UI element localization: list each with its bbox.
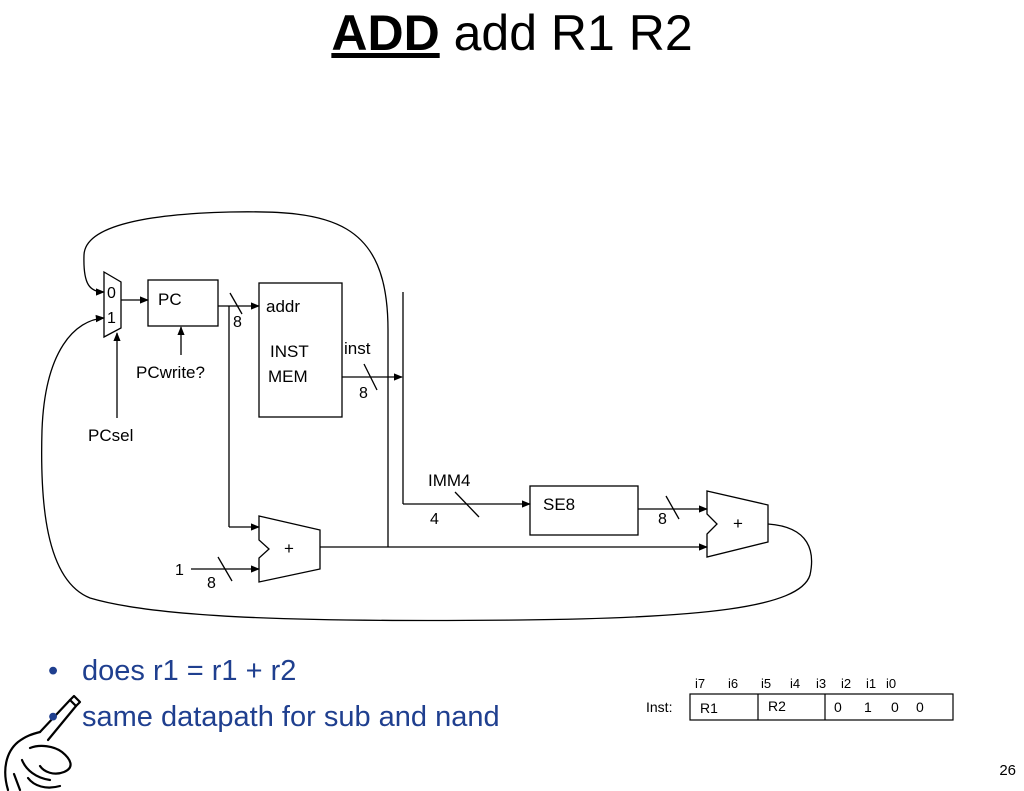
imm-width: 4	[430, 511, 439, 528]
title-instruction: add R1 R2	[453, 5, 693, 61]
writing-hand-icon	[4, 694, 82, 791]
pcwrite-label: PCwrite?	[136, 363, 205, 382]
instruction-encoding: Inst: i7 i6 i5 i4 i3 i2 i1 i0 R1 R2 0 1 …	[646, 676, 954, 721]
inst-bus-tick	[363, 363, 378, 391]
bit-label-i1: i1	[866, 676, 876, 691]
pc-adder-label: +	[284, 539, 294, 558]
bullet-item: • does r1 = r1 + r2	[48, 648, 500, 694]
bullet-text: same datapath for sub and nand	[82, 701, 500, 733]
bit-label-i4: i4	[790, 676, 800, 691]
mem-name-line2: MEM	[268, 367, 308, 386]
encoding-box	[689, 693, 954, 721]
bullet-text: does r1 = r1 + r2	[82, 655, 297, 687]
const-one-width: 8	[207, 575, 216, 592]
se8-block	[529, 485, 639, 536]
pc-bus-tick	[229, 292, 243, 315]
se-out-width: 8	[658, 511, 667, 528]
bullet-marker: •	[48, 701, 59, 733]
bit-label-i3: i3	[816, 676, 826, 691]
opcode-bit-3: 0	[834, 699, 842, 715]
bit-label-i5: i5	[761, 676, 771, 691]
se-out-tick	[665, 495, 680, 520]
bit-label-i7: i7	[695, 676, 705, 691]
pc-label: PC	[158, 290, 182, 309]
bullet-item: • same datapath for sub and nand	[48, 694, 500, 740]
mem-out-width: 8	[359, 385, 368, 402]
field-r2: R2	[768, 698, 786, 714]
pc-plus-one-feedback	[83, 211, 389, 547]
imm-tick	[454, 491, 480, 518]
field-r1: R1	[700, 700, 718, 716]
imm-label: IMM4	[428, 471, 471, 490]
branch-adder-label: +	[733, 514, 743, 533]
bullet-marker: •	[48, 655, 59, 687]
bit-label-i0: i0	[886, 676, 896, 691]
const-one-label: 1	[175, 562, 184, 579]
mem-out-label: inst	[344, 339, 371, 358]
title-opcode: ADD	[331, 5, 440, 61]
opcode-bit-1: 0	[891, 699, 899, 715]
page-number: 26	[999, 762, 1016, 779]
inst-mem-block	[258, 282, 343, 418]
bit-label-i6: i6	[728, 676, 738, 691]
pc-mux	[103, 270, 122, 339]
mem-addr-label: addr	[266, 297, 300, 316]
mem-name-line1: INST	[270, 342, 309, 361]
bullet-list: • does r1 = r1 + r2 • same datapath for su…	[48, 648, 500, 740]
const-one-tick	[217, 556, 233, 582]
encoding-label: Inst:	[646, 699, 672, 715]
mux-input-1-label: 1	[107, 310, 116, 327]
pc-bus-width: 8	[233, 314, 242, 331]
opcode-bit-0: 0	[916, 699, 924, 715]
slide-title: ADD add R1 R2	[0, 4, 1024, 62]
pcsel-label: PCsel	[88, 426, 133, 445]
mux-input-0-label: 0	[107, 285, 116, 302]
bit-label-i2: i2	[841, 676, 851, 691]
opcode-bit-2: 1	[864, 699, 872, 715]
branch-target-feedback	[41, 314, 813, 622]
se-label: SE8	[543, 495, 575, 514]
